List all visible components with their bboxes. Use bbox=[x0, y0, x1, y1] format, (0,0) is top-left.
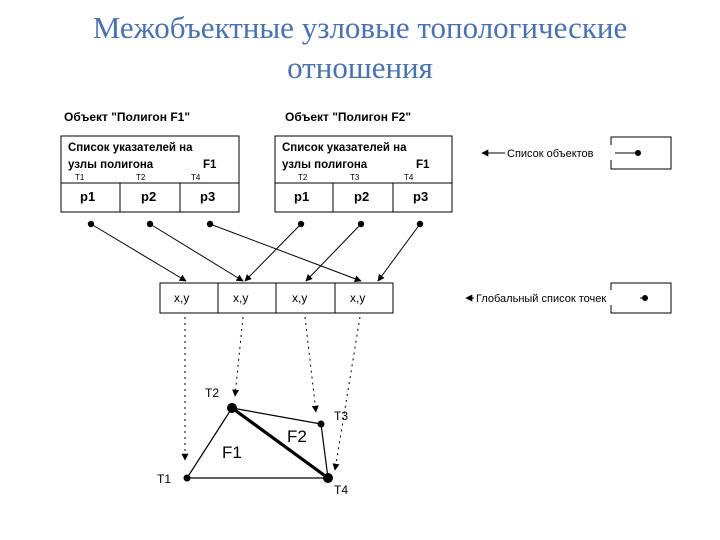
object-f1-slot-3: T4 bbox=[191, 173, 201, 182]
global-list-text: Глобальный список точек bbox=[476, 293, 606, 305]
object-f2-box bbox=[274, 135, 453, 213]
polygon-f1-label: F1 bbox=[222, 443, 242, 462]
object-f1-pointer-1: p1 bbox=[80, 189, 95, 204]
object-f2-list-line2a: узлы полигона bbox=[282, 159, 368, 171]
pointer-dots bbox=[87, 220, 424, 228]
global-point-2: x,y bbox=[233, 291, 248, 305]
vertex-t4-label: T4 bbox=[334, 483, 348, 497]
object-f2-pointer-1: p1 bbox=[294, 189, 309, 204]
objects-list-text: Список объектов bbox=[507, 148, 594, 160]
vertex-t2-label: T2 bbox=[205, 386, 219, 400]
vertex-t1-label: T1 bbox=[157, 472, 171, 486]
pointer-arrows bbox=[90, 223, 421, 283]
title-line-2: отношения bbox=[287, 50, 433, 85]
global-point-list: x,y x,y x,y x,y bbox=[159, 282, 394, 314]
object-f1-box bbox=[60, 135, 240, 213]
object-f1-pointer-2: p2 bbox=[141, 189, 156, 204]
object-f1-list-line2b: F1 bbox=[203, 159, 217, 171]
object-f1: Объект "Полигон F1" Список указателей на… bbox=[60, 110, 240, 213]
global-list-label: Глобальный список точек bbox=[465, 282, 672, 314]
object-f2-pointer-3: p3 bbox=[413, 189, 428, 204]
vertex-t3-label: T3 bbox=[334, 409, 348, 423]
global-point-1: x,y bbox=[174, 291, 189, 305]
object-f2-list-line2b: F1 bbox=[416, 159, 430, 171]
global-point-4: x,y bbox=[350, 291, 365, 305]
polygon-f2-label: F2 bbox=[287, 427, 307, 446]
object-f1-header: Объект "Полигон F1" bbox=[64, 110, 190, 124]
object-f2-list-line1: Список указателей на bbox=[282, 142, 407, 154]
object-f1-slot-2: T2 bbox=[136, 173, 146, 182]
objects-list-label: Список объектов bbox=[481, 136, 672, 170]
global-point-3: x,y bbox=[292, 291, 307, 305]
object-f2-slot-1: T2 bbox=[298, 173, 308, 182]
slide-title: Межобъектные узловые топологические отно… bbox=[0, 8, 720, 88]
object-f1-pointer-3: p3 bbox=[200, 189, 215, 204]
object-f2-pointer-2: p2 bbox=[354, 189, 369, 204]
polygon-geometry bbox=[186, 406, 329, 480]
title-line-1: Межобъектные узловые топологические bbox=[92, 10, 628, 45]
object-f2: Объект "Полигон F2" Список указателей на… bbox=[274, 110, 453, 213]
point-vertex-links bbox=[181, 316, 361, 471]
polygon-vertices bbox=[183, 403, 333, 483]
object-f1-list-line2a: узлы полигона bbox=[68, 159, 154, 171]
object-f2-header: Объект "Полигон F2" bbox=[285, 110, 411, 124]
object-f1-slot-1: T1 bbox=[75, 173, 85, 182]
object-f2-slot-3: T4 bbox=[404, 173, 414, 182]
object-f1-list-line1: Список указателей на bbox=[68, 142, 193, 154]
object-f2-slot-2: T3 bbox=[350, 173, 360, 182]
